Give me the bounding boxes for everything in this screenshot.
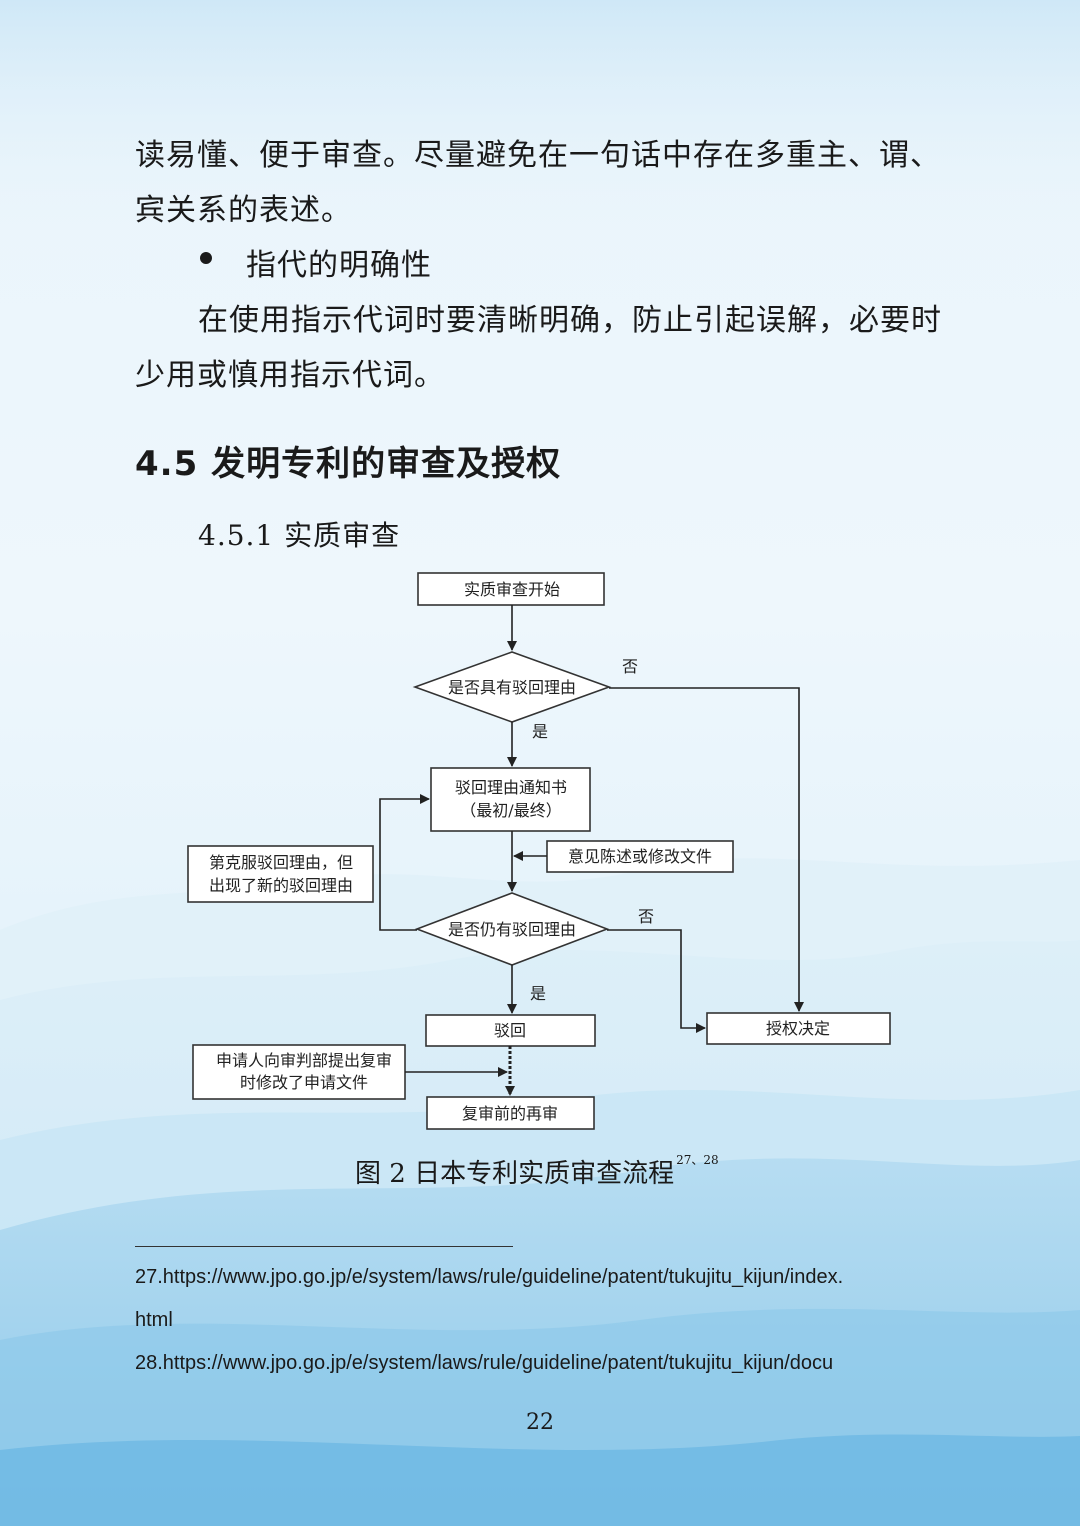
subsection-heading: 4.5.1 实质审查 [198, 519, 401, 552]
footnote-27: 27.https://www.jpo.go.jp/e/system/laws/r… [135, 1266, 844, 1288]
notice-label-line2: （最初/最终） [460, 801, 561, 820]
figure-caption-refs: 27、28 [676, 1153, 719, 1167]
notice-label-line1: 驳回理由通知书 [455, 778, 567, 797]
section-heading: 4.5 发明专利的审查及授权 [135, 444, 562, 484]
arrow-decision2-no-to-grant [607, 929, 706, 1033]
side-note-line1: 第克服驳回理由，但 [209, 853, 353, 872]
notice-box [430, 767, 591, 832]
bullet-text: 指代的明确性 [246, 248, 432, 283]
side-note-line2: 出现了新的驳回理由 [209, 876, 353, 895]
footnote-divider [135, 1246, 513, 1247]
footnote-28: 28.https://www.jpo.go.jp/e/system/laws/r… [135, 1352, 834, 1374]
start-box [417, 572, 605, 606]
reexam-box [426, 1096, 595, 1130]
bullet-icon [200, 252, 212, 264]
body-text-line: 少用或慎用指示代词。 [135, 358, 445, 393]
grant-box [706, 1012, 891, 1045]
appeal-box [192, 1044, 406, 1100]
figure-caption-text: 图 2 日本专利实质审查流程 [355, 1159, 675, 1189]
body-text-line: 读易懂、便于审查。尽量避免在一句话中存在多重主、谓、 [135, 138, 941, 173]
decision-2-yes-label: 是 [530, 984, 546, 1003]
arrow-decision1-no-to-grant [609, 687, 804, 1012]
reject-label: 驳回 [494, 1021, 526, 1040]
appeal-label-line2: 时修改了申请文件 [240, 1073, 368, 1092]
response-label: 意见陈述或修改文件 [568, 847, 712, 866]
decision-2-no-label: 否 [638, 907, 654, 926]
reject-box [425, 1014, 596, 1047]
arrow-loop-back-to-notice [379, 794, 430, 931]
decision-1-label: 是否具有驳回理由 [448, 678, 576, 697]
body-text-line: 宾关系的表述。 [135, 193, 352, 228]
page-number: 22 [526, 1410, 554, 1435]
footnote-27-cont: html [135, 1309, 173, 1331]
decision-1-no-label: 否 [622, 657, 638, 676]
side-note-box [187, 845, 374, 903]
appeal-label-line1: 申请人向审判部提出复审 [216, 1051, 392, 1070]
response-box [546, 840, 734, 873]
decision-1-yes-label: 是 [532, 722, 548, 741]
decision-2-label: 是否仍有驳回理由 [448, 920, 576, 939]
grant-label: 授权决定 [766, 1019, 830, 1038]
reexam-label: 复审前的再审 [462, 1104, 558, 1123]
start-label: 实质审查开始 [464, 580, 560, 599]
body-text-line: 在使用指示代词时要清晰明确，防止引起误解，必要时 [198, 303, 942, 338]
